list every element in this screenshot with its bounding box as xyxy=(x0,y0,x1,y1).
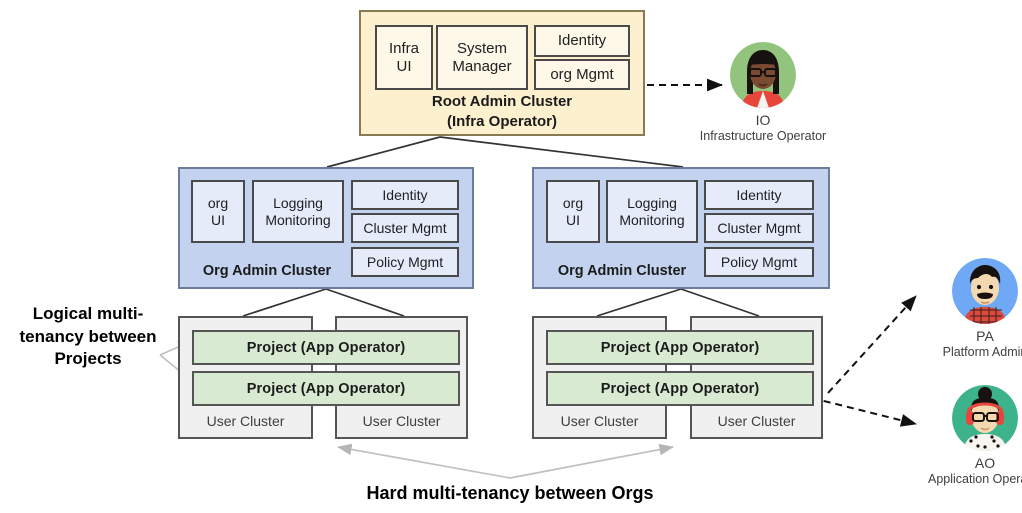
project-label: Project (App Operator) xyxy=(246,380,406,397)
root-admin-cluster-title: Root Admin Cluster (Infra Operator) xyxy=(359,92,645,133)
component-label-line1: Logging xyxy=(273,195,323,212)
project-2a[interactable]: Project (App Operator) xyxy=(546,330,814,365)
persona-pa-initials: PA xyxy=(976,328,994,344)
component-label-line2: UI xyxy=(210,211,225,228)
component-label: org Mgmt xyxy=(550,65,614,83)
component-label: Cluster Mgmt xyxy=(717,219,801,236)
project-1b[interactable]: Project (App Operator) xyxy=(192,371,460,406)
user-cluster-2b-label: User Cluster xyxy=(717,413,796,429)
avatar-application-operator xyxy=(952,385,1018,451)
persona-io[interactable]: IO Infrastructure Operator xyxy=(698,42,828,143)
logical-multitenancy-callout: Logical multi-tenancy between Projects xyxy=(19,304,157,369)
component-label: Cluster Mgmt xyxy=(363,219,447,236)
avatar-platform-admin xyxy=(952,258,1018,324)
root-title-line2: (Infra Operator) xyxy=(446,113,557,131)
user-cluster-2a-label: User Cluster xyxy=(560,413,639,429)
org2-component-identity[interactable]: Identity xyxy=(704,180,814,210)
org-admin-cluster-1-title: Org Admin Cluster xyxy=(202,263,332,279)
persona-io-role: Infrastructure Operator xyxy=(699,129,827,143)
org1-to-usercluster-lines xyxy=(242,288,405,317)
root-component-identity[interactable]: Identity xyxy=(534,25,630,57)
persona-ao-role: Application Operator xyxy=(928,472,1022,486)
root-component-org-mgmt[interactable]: org Mgmt xyxy=(534,59,630,90)
org2-component-logging-monitoring[interactable]: Logging Monitoring xyxy=(606,180,698,243)
org2-component-policy-mgmt[interactable]: Policy Mgmt xyxy=(704,247,814,277)
org1-component-identity[interactable]: Identity xyxy=(351,180,459,210)
component-label-line1: org xyxy=(562,195,584,212)
persona-ao[interactable]: AO Application Operator xyxy=(920,385,1022,486)
component-label: Identity xyxy=(736,186,782,203)
org1-component-org-ui[interactable]: org UI xyxy=(191,180,245,243)
user-cluster-1a-label: User Cluster xyxy=(206,413,285,429)
component-label-line1: org xyxy=(207,195,229,212)
root-component-infra-ui[interactable]: Infra UI xyxy=(375,25,433,90)
component-label-line1: System xyxy=(456,40,507,58)
org2-component-cluster-mgmt[interactable]: Cluster Mgmt xyxy=(704,213,814,243)
component-label-line2: Monitoring xyxy=(265,211,331,228)
component-label: Identity xyxy=(557,32,607,50)
component-label: Policy Mgmt xyxy=(720,253,798,270)
component-label-line1: Infra xyxy=(388,40,419,58)
org-admin-cluster-2-title: Org Admin Cluster xyxy=(557,263,687,279)
org2-to-usercluster-lines xyxy=(596,288,760,317)
persona-ao-initials: AO xyxy=(974,455,996,471)
component-label-line2: UI xyxy=(396,57,412,75)
org1-component-policy-mgmt[interactable]: Policy Mgmt xyxy=(351,247,459,277)
component-label: Identity xyxy=(382,186,428,203)
org1-component-cluster-mgmt[interactable]: Cluster Mgmt xyxy=(351,213,459,243)
component-label-line2: Monitoring xyxy=(619,211,685,228)
project-label: Project (App Operator) xyxy=(246,339,406,356)
arrow-project-to-pa xyxy=(827,295,917,394)
component-label: Policy Mgmt xyxy=(366,253,444,270)
project-2b[interactable]: Project (App Operator) xyxy=(546,371,814,406)
arrow-hard-multitenancy xyxy=(337,443,674,479)
org2-component-org-ui[interactable]: org UI xyxy=(546,180,600,243)
persona-pa-role: Platform Admin xyxy=(942,345,1022,359)
project-1a[interactable]: Project (App Operator) xyxy=(192,330,460,365)
persona-pa[interactable]: PA Platform Admin xyxy=(920,258,1022,359)
org1-component-logging-monitoring[interactable]: Logging Monitoring xyxy=(252,180,344,243)
arrow-project-to-ao xyxy=(811,397,917,427)
hard-multitenancy-callout: Hard multi-tenancy between Orgs xyxy=(366,483,654,503)
component-label-line2: UI xyxy=(565,211,580,228)
persona-io-initials: IO xyxy=(755,112,771,128)
component-label-line2: Manager xyxy=(452,57,512,75)
root-component-system-manager[interactable]: System Manager xyxy=(436,25,528,90)
avatar-infrastructure-operator xyxy=(730,42,796,108)
user-cluster-1b-label: User Cluster xyxy=(362,413,441,429)
root-to-org-lines xyxy=(326,136,684,168)
project-label: Project (App Operator) xyxy=(600,339,760,356)
root-title-line1: Root Admin Cluster xyxy=(431,93,573,110)
project-label: Project (App Operator) xyxy=(600,380,760,397)
component-label-line1: Logging xyxy=(627,195,677,212)
